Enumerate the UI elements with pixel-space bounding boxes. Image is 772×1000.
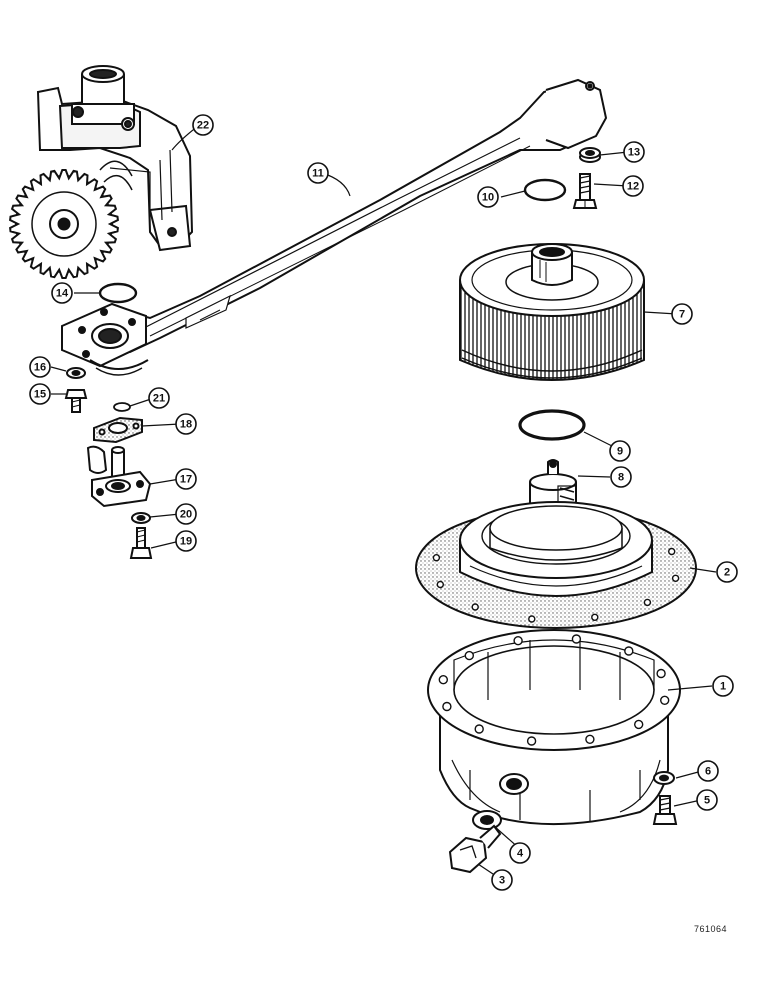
o-ring-21 [113, 402, 131, 412]
bolt-hole [585, 734, 595, 744]
callout-9: 9 [609, 440, 631, 462]
callout-21: 21 [148, 387, 170, 409]
callout-3: 3 [491, 869, 513, 891]
callout-19: 19 [175, 530, 197, 552]
callout-1: 1 [712, 675, 734, 697]
bolt-hole [671, 574, 680, 582]
callout-18: 18 [175, 413, 197, 435]
bolt-hole [474, 724, 484, 734]
bolt-hole [438, 675, 448, 685]
callout-number: 16 [34, 362, 46, 374]
bolt-hole [526, 736, 537, 746]
oil-tube-arm [61, 78, 608, 376]
callout-16: 16 [29, 356, 51, 378]
callout-22: 22 [192, 114, 214, 136]
callout-12: 12 [622, 175, 644, 197]
bolt-hole [436, 580, 444, 589]
callout-10: 10 [477, 186, 499, 208]
callout-13: 13 [623, 141, 645, 163]
callout-number: 22 [197, 120, 209, 132]
bolt-hole [624, 646, 634, 656]
callout-8: 8 [610, 466, 632, 488]
bolt-hole [571, 634, 582, 644]
cap-screw-19 [129, 527, 153, 559]
callout-number: 21 [153, 393, 165, 405]
callout-number: 3 [499, 875, 505, 887]
bolt-hole [432, 554, 441, 562]
bolt-hole [528, 615, 536, 623]
o-ring-9 [518, 409, 586, 441]
cap-screw-15 [64, 389, 88, 413]
bolt-hole [471, 603, 479, 611]
lock-washer-6 [653, 771, 675, 785]
callout-14: 14 [51, 282, 73, 304]
oil-pump [36, 65, 194, 252]
callout-11: 11 [307, 162, 329, 184]
pump-drive-gear [9, 160, 133, 279]
gasket-18 [93, 416, 143, 444]
bolt-hole [643, 598, 652, 607]
bolt-hole [634, 719, 644, 730]
callout-number: 17 [180, 474, 192, 486]
bolt-hole [442, 701, 452, 712]
bolt-hole [656, 668, 666, 679]
callout-6: 6 [697, 760, 719, 782]
lock-washer-16 [66, 367, 86, 379]
callout-number: 8 [618, 472, 624, 484]
callout-15: 15 [29, 383, 51, 405]
callout-number: 12 [627, 181, 639, 193]
filter-element [459, 243, 645, 381]
callout-number: 1 [720, 681, 726, 693]
callout-number: 19 [180, 536, 192, 548]
callout-17: 17 [175, 468, 197, 490]
callout-number: 14 [56, 288, 69, 300]
bolt-hole [513, 636, 523, 646]
figure-reference-code: 761064 [694, 924, 728, 934]
gasket-washer-4 [472, 810, 502, 830]
o-ring-14 [98, 282, 138, 304]
bolt-hole [660, 695, 670, 705]
callout-number: 18 [180, 419, 192, 431]
bolt-hole [464, 650, 474, 661]
plug-3 [448, 824, 502, 874]
callout-number: 15 [34, 389, 46, 401]
lock-washer-13 [579, 147, 601, 163]
callout-number: 10 [482, 192, 494, 204]
bolt-hole [591, 613, 599, 621]
callout-number: 2 [724, 567, 730, 579]
bolt-hole [668, 547, 676, 556]
callout-number: 6 [705, 766, 711, 778]
suction-tube-17 [86, 445, 152, 508]
callout-4: 4 [509, 842, 531, 864]
o-ring-10 [523, 178, 567, 202]
callout-number: 7 [679, 309, 685, 321]
callout-number: 20 [180, 509, 192, 521]
cap-screw-12 [572, 173, 598, 209]
housing-cover [459, 501, 653, 597]
callout-number: 13 [628, 147, 640, 159]
callout-7: 7 [671, 303, 693, 325]
callout-number: 4 [517, 848, 524, 860]
callout-number: 9 [617, 446, 623, 458]
cap-screw-5 [652, 795, 678, 825]
callout-20: 20 [175, 503, 197, 525]
callout-number: 11 [312, 168, 324, 180]
callout-2: 2 [716, 561, 738, 583]
callout-5: 5 [696, 789, 718, 811]
lock-washer-20 [131, 512, 151, 524]
callout-number: 5 [704, 795, 710, 807]
filter-housing [427, 629, 681, 826]
